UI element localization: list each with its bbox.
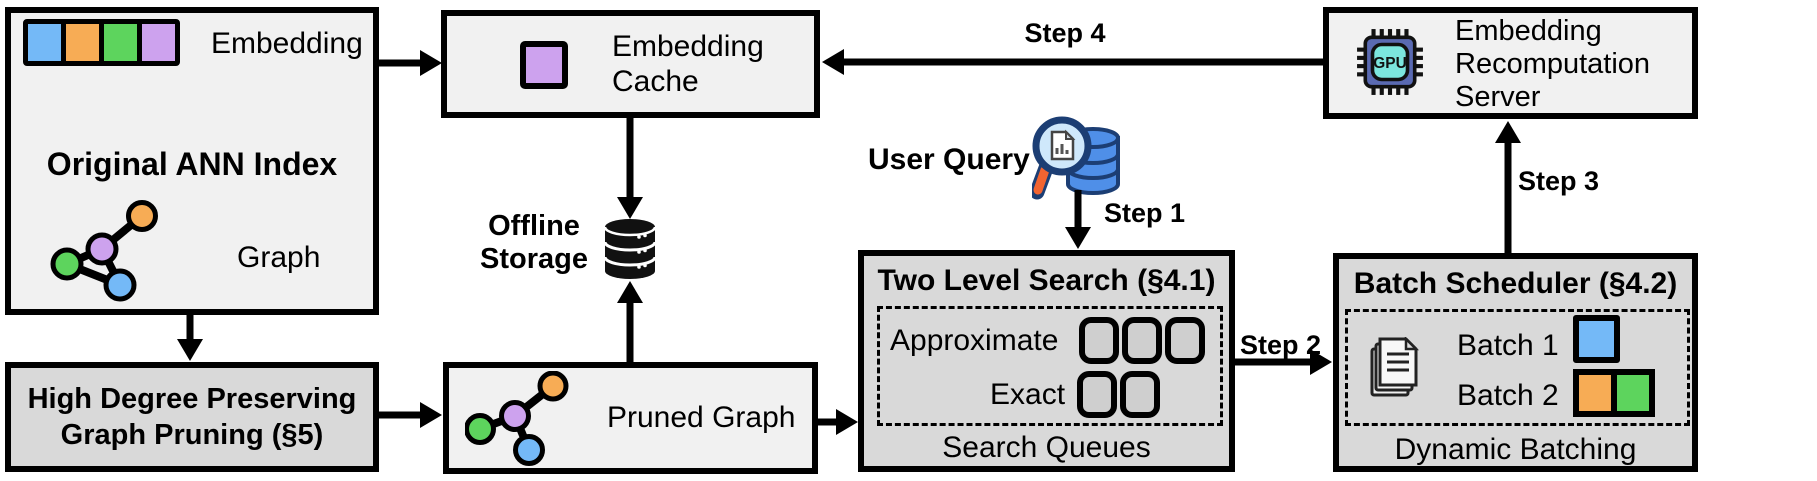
graph-node-green	[50, 247, 84, 281]
exact-queue-label: Exact	[990, 378, 1066, 411]
dynamic-batching-caption: Dynamic Batching	[1394, 433, 1637, 466]
batch1-item-blue	[1573, 315, 1620, 363]
gpu-chip-icon: GPU	[1357, 29, 1423, 95]
pruned-node-purple	[499, 400, 531, 432]
batch1-label: Batch 1	[1457, 329, 1559, 362]
documents-stack-icon	[1370, 337, 1420, 397]
embedding-cache-label: Embedding Cache	[612, 30, 764, 98]
pruned-node-blue	[513, 434, 545, 466]
ann-index-title: Original ANN Index	[46, 146, 338, 182]
embedding-recomputation-server-box: GPU Embedding Recomputation Server	[1323, 7, 1698, 119]
batch2-label: Batch 2	[1457, 379, 1559, 412]
embedding-label: Embedding	[211, 27, 363, 60]
step3-label: Step 3	[1518, 166, 1600, 196]
queue-slot	[1079, 317, 1119, 364]
arrow-pruning-to-pruned-graph	[378, 402, 442, 428]
pruned-graph-icon	[465, 371, 569, 466]
embedding-cell-orange	[61, 19, 104, 66]
magnifier-icon	[1032, 116, 1092, 200]
step2-label: Step 2	[1240, 330, 1322, 360]
two-level-search-title: Two Level Search (§4.1)	[877, 264, 1216, 297]
search-queues-dashed-region	[877, 306, 1223, 426]
step4-label: Step 4	[1024, 18, 1106, 48]
user-query-label: User Query	[868, 143, 1030, 176]
two-level-search-box: Two Level Search (§4.1) Approximate Exac…	[858, 250, 1235, 472]
pruned-node-orange	[537, 371, 569, 402]
cached-embedding-icon	[520, 41, 568, 89]
batch-scheduler-box: Batch Scheduler (§4.2) Batch 1 Batch 2 D…	[1333, 253, 1698, 472]
embedding-cache-box: Embedding Cache	[441, 10, 820, 118]
embedding-cell-green	[99, 19, 142, 66]
graph-node-orange	[126, 200, 158, 232]
arrow-ann-to-pruning	[177, 313, 203, 361]
arrow-server-to-cache	[822, 49, 1323, 75]
batch-scheduler-title: Batch Scheduler (§4.2)	[1353, 267, 1678, 300]
user-query-search-icon	[1032, 116, 1120, 200]
queue-slot	[1165, 317, 1205, 364]
step1-label: Step 1	[1104, 198, 1186, 228]
embedding-cell-purple	[137, 19, 180, 66]
dynamic-batching-dashed-region	[1345, 309, 1690, 426]
gpu-text: GPU	[1373, 55, 1406, 72]
pruned-graph-box: Pruned Graph	[443, 362, 818, 474]
batch2-item-green	[1611, 369, 1655, 417]
exact-queue-slots	[1077, 371, 1163, 418]
arrow-pruned-to-storage	[617, 281, 643, 362]
pruned-graph-label: Pruned Graph	[607, 401, 796, 434]
graph-pruning-box: High Degree Preserving Graph Pruning (§5…	[5, 362, 379, 472]
arrow-ann-to-cache	[378, 50, 442, 76]
embedding-vector-icon	[23, 19, 180, 66]
queue-slot	[1122, 317, 1162, 364]
arrow-cache-to-storage	[617, 118, 643, 219]
pruned-node-green	[465, 413, 496, 445]
graph-label: Graph	[237, 241, 321, 274]
search-queues-caption: Search Queues	[942, 431, 1151, 464]
arrow-pruned-to-search	[818, 409, 858, 435]
offline-storage-label: Offline Storage	[480, 210, 588, 275]
queue-slot	[1077, 371, 1117, 418]
approximate-queue-label: Approximate	[890, 324, 1059, 357]
batch2-items	[1573, 369, 1655, 417]
approximate-queue-slots	[1079, 317, 1208, 364]
graph-node-blue	[103, 268, 137, 302]
queue-slot	[1120, 371, 1160, 418]
graph-icon	[50, 200, 158, 302]
graph-node-purple	[85, 232, 119, 266]
original-ann-index-box: Embedding Original ANN Index Graph	[5, 7, 379, 315]
recomputation-server-label: Embedding Recomputation Server	[1455, 15, 1651, 113]
graph-pruning-label: High Degree Preserving Graph Pruning (§5…	[27, 383, 357, 451]
offline-storage-database-icon	[603, 219, 657, 279]
embedding-cell-blue	[23, 19, 66, 66]
